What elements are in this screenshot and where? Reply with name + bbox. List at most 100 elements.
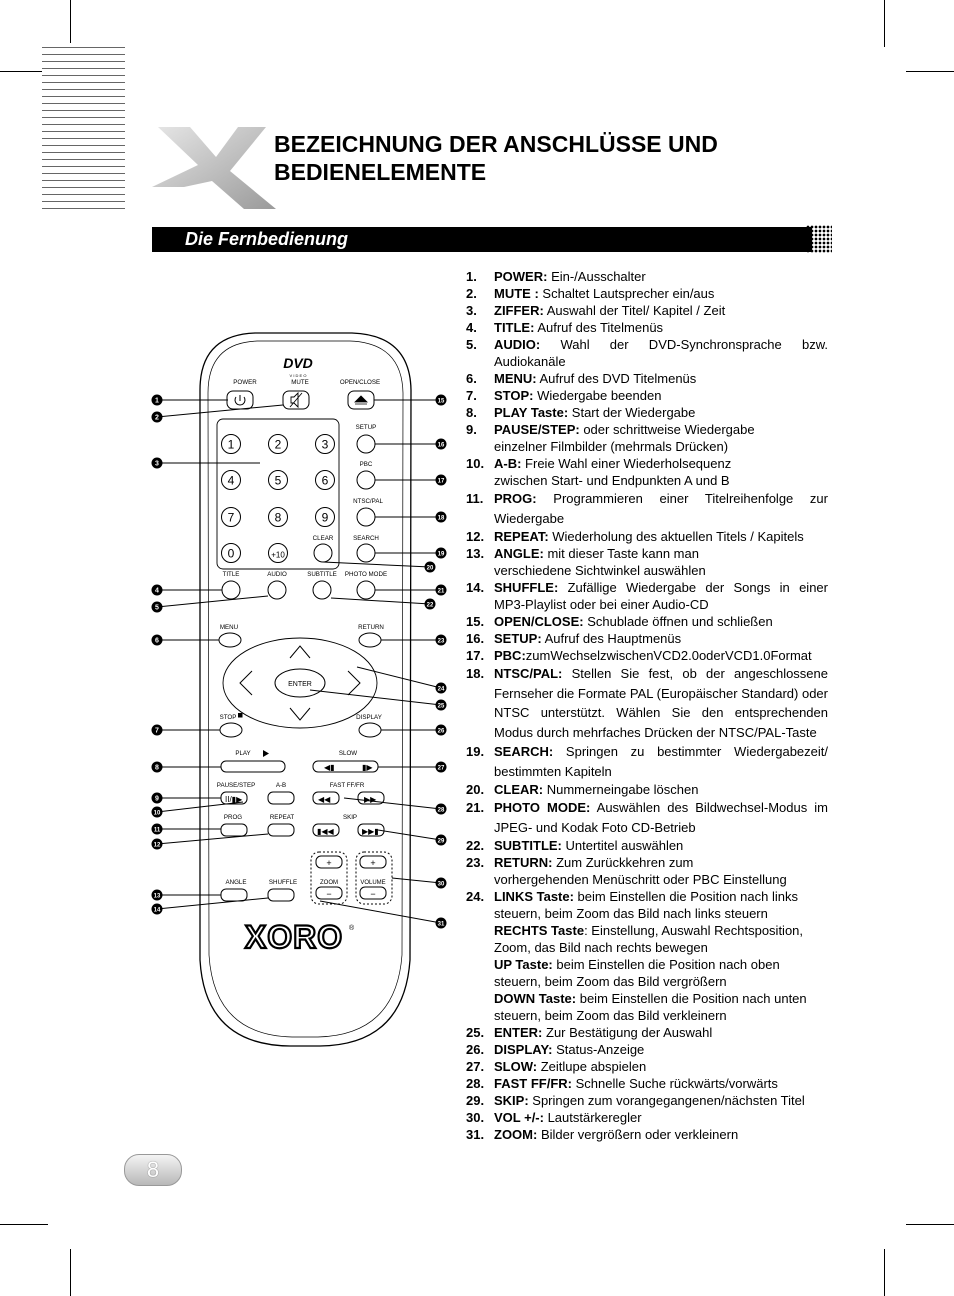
legend-text: Schublade öffnen und schließen — [583, 614, 773, 629]
callout-line — [156, 897, 269, 910]
callout-line — [391, 877, 442, 884]
callout-marker — [435, 761, 447, 773]
stop-label: STOP — [220, 714, 237, 721]
legend-body: STOP: Wiedergabe beenden — [494, 387, 828, 404]
legend-number: 15. — [466, 614, 485, 629]
legend-number: 26. — [466, 1042, 485, 1057]
legend-continuation: steuern, beim Zoom das Bild nach links s… — [494, 906, 768, 921]
callout-number: 23 — [438, 639, 445, 645]
setup-label: SETUP — [356, 424, 377, 431]
angle-label: ANGLE — [226, 879, 247, 886]
legend-text: beim Einstellen die Position nach oben — [552, 957, 780, 972]
legend-key: DOWN Taste: — [494, 991, 577, 1006]
callout-marker — [151, 457, 163, 469]
legend-number: 17. — [466, 648, 485, 663]
legend-item: 9.PAUSE/STEP: oder schrittweise Wiederga… — [466, 421, 828, 455]
legend-body: SETUP: Aufruf des Hauptmenüs — [494, 630, 828, 647]
legend-number: 10. — [466, 456, 485, 471]
legend-item: 16.SETUP: Aufruf des Hauptmenüs — [466, 630, 828, 647]
pbc-label: PBC — [360, 461, 373, 468]
ab-label: A-B — [276, 782, 286, 789]
legend-text: Zeitlupe abspielen — [537, 1059, 647, 1074]
legend-item: 30.VOL +/-: Lautstärkeregler — [466, 1109, 828, 1126]
legend-continuation: steuern, beim Zoom das Bild vergrößern — [494, 974, 727, 989]
callout-number: 8 — [155, 765, 159, 772]
legend-number: 21. — [466, 800, 485, 815]
zoom-minus-button — [315, 886, 343, 900]
legend-text: Aufruf des Titelmenüs — [534, 320, 664, 335]
legend-body: SUBTITLE: Untertitel auswählen — [494, 837, 828, 854]
callout-number: 11 — [154, 828, 161, 834]
legend-key: SHUFFLE: — [494, 580, 559, 595]
callout-line — [377, 829, 442, 841]
callout-number: 24 — [438, 687, 445, 693]
callout-number: 13 — [154, 894, 161, 900]
return-label: RETURN — [358, 624, 384, 631]
audio-label: AUDIO — [267, 571, 287, 578]
legend-item: 26. DISPLAY: Status-Anzeige — [466, 1041, 828, 1058]
legend-number: 19. — [466, 744, 485, 759]
legend-number: 18. — [466, 666, 485, 681]
play-button — [220, 760, 286, 773]
legend-body: PLAY Taste: Start der Wiedergabe — [494, 404, 828, 421]
legend-number: 11. — [466, 491, 484, 506]
volume-plus-button — [359, 855, 387, 869]
legend-text: Start der Wiedergabe — [568, 405, 696, 420]
legend-number: 31. — [466, 1127, 485, 1142]
legend-number: 4. — [466, 320, 477, 335]
legend-item: 5.AUDIO: Wahl der DVD-Synchronsprache bz… — [466, 336, 828, 370]
legend-text: Status-Anzeige — [552, 1042, 645, 1057]
prog-label: PROG — [224, 814, 242, 821]
zoom-minus-label: − — [326, 889, 331, 899]
repeat-label: REPEAT — [270, 814, 295, 821]
legend-key: REPEAT: — [494, 529, 549, 544]
legend-key: TITLE: — [494, 320, 535, 335]
setup-button — [356, 434, 376, 454]
legend-key: PAUSE/STEP: — [494, 422, 580, 437]
digit-label: 0 — [228, 547, 235, 561]
legend-number: 7. — [466, 388, 477, 403]
legend-body: ZOOM: Bilder vergrößern oder verkleinern — [494, 1126, 828, 1143]
return-button — [358, 632, 382, 648]
digit-button — [221, 470, 241, 490]
callout-number: 29 — [438, 839, 445, 845]
legend-key: AUDIO: — [494, 337, 541, 352]
callout-marker — [151, 601, 163, 613]
callout-marker — [435, 584, 447, 596]
legend-body: ZIFFER: Auswahl der Titel/ Kapitel / Zei… — [494, 302, 828, 319]
legend-text: Zum Zurückkehren zum — [552, 855, 694, 870]
callout-marker — [151, 584, 163, 596]
callout-line — [356, 666, 442, 689]
legend-number: 1. — [466, 269, 477, 284]
legend-number: 2. — [466, 286, 477, 301]
callout-line — [156, 404, 284, 418]
callout-number: 20 — [427, 566, 434, 572]
callout-marker — [151, 823, 163, 835]
callout-number: 18 — [438, 516, 445, 522]
menu-button — [218, 632, 242, 648]
legend-number: 12. — [466, 529, 485, 544]
legend-text: beim Einstellen die Position nach unten — [576, 991, 807, 1006]
legend-key: MUTE : — [494, 286, 539, 301]
page-title: BEZEICHNUNG DER ANSCHLÜSSE UND BEDIENELE… — [274, 131, 718, 185]
eject-icon — [354, 395, 368, 405]
legend-body: DISPLAY: Status-Anzeige — [494, 1041, 828, 1058]
legend-body: MUTE : Schaltet Lautsprecher ein/aus — [494, 285, 828, 302]
play-label: PLAY — [235, 750, 250, 757]
callout-number: 12 — [154, 843, 161, 849]
callout-number: 25 — [438, 704, 445, 710]
skip-forward-icon: ▶▶▮ — [362, 827, 379, 836]
legend-continuation: vorhergehenden Menüschritt oder PBC Eins… — [494, 872, 787, 887]
zoom-plus-button — [315, 855, 343, 869]
legend-continuation: zwischen Start- und Endpunkten A und B — [494, 473, 730, 488]
legend-number: 22. — [466, 838, 485, 853]
crop-mark — [884, 1249, 885, 1296]
callout-number: 21 — [438, 589, 445, 595]
ntsc-pal-button — [356, 507, 376, 527]
photo-mode-button — [356, 580, 376, 600]
callout-marker — [151, 394, 163, 406]
legend-text: Zur Bestätigung der Auswahl — [542, 1025, 713, 1040]
mute-icon — [289, 391, 303, 409]
digit-button — [315, 507, 335, 527]
search-button — [356, 543, 376, 563]
